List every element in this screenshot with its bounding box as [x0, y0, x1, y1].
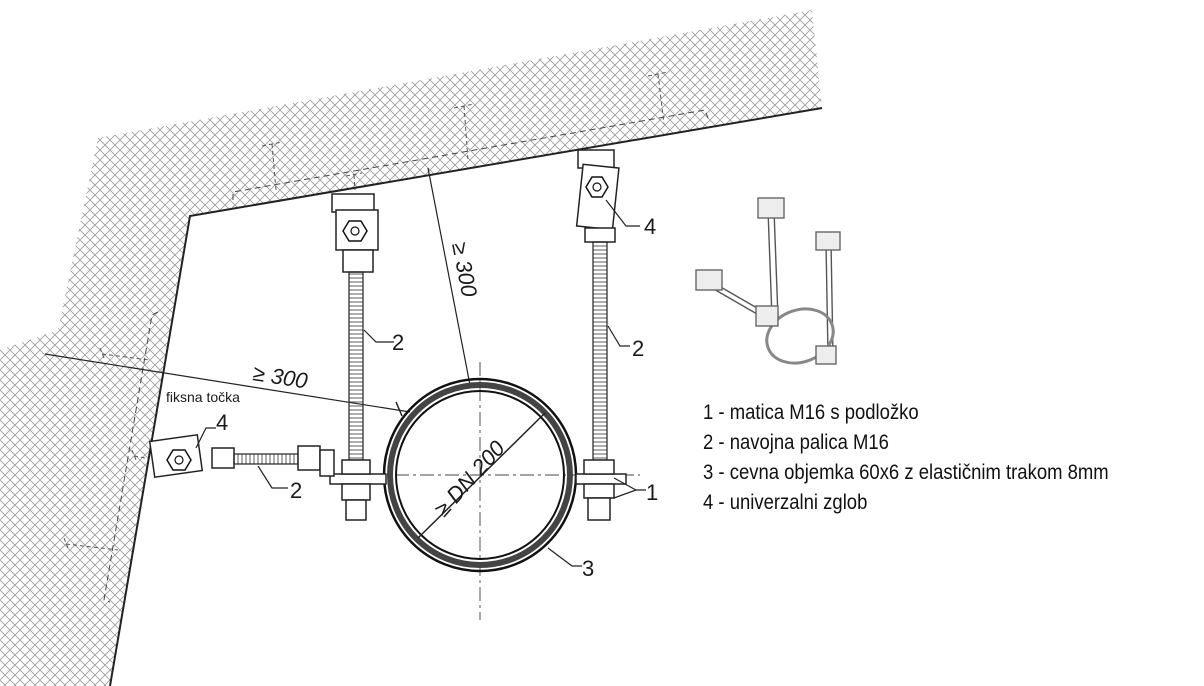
dim-tick: [395, 401, 403, 417]
anchor-plate-wall: [103, 311, 159, 603]
pipe-inner: [395, 390, 565, 560]
ceiling-anchors: [261, 71, 669, 191]
concrete-ceiling-wall: [0, 10, 822, 686]
concrete-inner-edge: [109, 107, 823, 686]
callout-4-right-joint: 4: [644, 214, 656, 239]
callout-4-fixed-joint: 4: [216, 410, 228, 435]
pipe-size-label: ≥ DN 200: [429, 435, 510, 521]
callout-2-horizontal-rod: 2: [290, 478, 302, 503]
leader-lines: [195, 199, 646, 567]
clamp-ear-left: [329, 473, 387, 485]
callout-2-right-rod: 2: [632, 336, 644, 361]
anchor-plate-ceiling: [232, 109, 709, 200]
right-hanger: [575, 149, 620, 521]
pipe-diameter-line: [417, 412, 546, 539]
legend-item-pipe-clamp: 3 - cevna objemka 60x6 z elastičnim trak…: [703, 461, 1109, 484]
wall-anchors: [63, 347, 151, 551]
callout-3-clamp: 3: [582, 556, 594, 581]
isometric-illustration: [695, 197, 841, 365]
legend-item-universal-joint: 4 - univerzalni zglob: [703, 491, 868, 514]
left-hanger: [331, 193, 379, 521]
legend-item-nut: 1 - matica M16 s podložko: [703, 401, 919, 424]
pipe-clamp-band: [387, 382, 573, 568]
legend: 1 - matica M16 s podložko 2 - navojna pa…: [703, 398, 1109, 518]
dim-label-vertical: ≥ 300: [447, 240, 482, 299]
callout-2-left-rod: 2: [392, 330, 404, 355]
fixed-point-label: fiksna točka: [166, 389, 240, 405]
legend-item-threaded-rod: 2 - navojna palica M16: [703, 431, 889, 454]
dim-line-vertical: [427, 167, 471, 386]
clamp-ear-right: [575, 473, 627, 485]
horizontal-fixing-rod: [148, 433, 335, 479]
callout-1-nut: 1: [646, 480, 658, 505]
